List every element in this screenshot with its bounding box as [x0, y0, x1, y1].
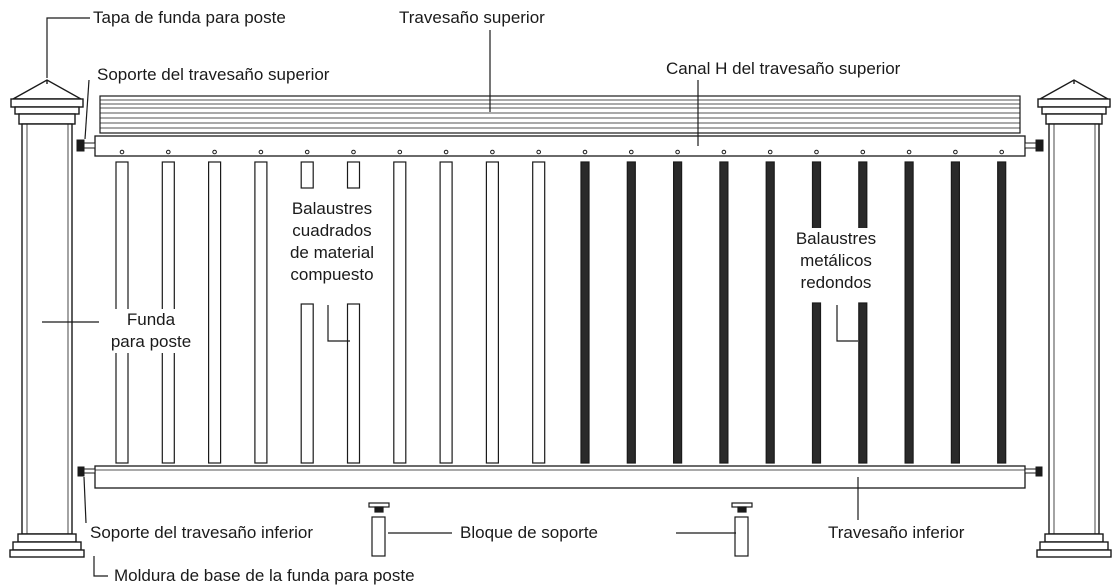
- composite-baluster: [532, 161, 546, 464]
- balusters: [115, 161, 1007, 464]
- top-rail-bracket-left: [76, 139, 96, 152]
- label-top-rail-bracket: Soporte del travesaño superior: [97, 65, 330, 84]
- leader-top-rail-bracket: [84, 79, 90, 140]
- screw-head: [675, 149, 680, 155]
- composite-baluster: [208, 161, 222, 464]
- bottom-rail: [94, 465, 1026, 489]
- label-composite-line-2: cuadrados: [292, 221, 372, 240]
- screw-head: [721, 149, 727, 155]
- screw-head: [860, 149, 866, 155]
- screw-head: [999, 149, 1005, 155]
- metal-baluster: [904, 161, 914, 464]
- metal-baluster: [580, 161, 590, 464]
- composite-baluster: [346, 161, 361, 189]
- screw-head: [166, 149, 171, 155]
- screw-head: [906, 149, 912, 155]
- label-metal-balusters: Balaustres metálicos redondos: [788, 228, 884, 294]
- metal-baluster: [765, 161, 775, 464]
- label-bottom-rail: Travesaño inferior: [828, 522, 965, 544]
- left-post-base-trim: [9, 533, 85, 558]
- label-sleeve-line-1: Funda: [126, 310, 176, 329]
- screw-head: [443, 149, 449, 155]
- label-composite-balusters: Balaustres cuadrados de material compues…: [278, 198, 386, 286]
- screw-head: [119, 149, 125, 155]
- right-post-base-trim: [1036, 533, 1112, 558]
- label-composite-line-4: compuesto: [290, 265, 374, 284]
- top-rail-h-channel: [94, 135, 1026, 157]
- left-post-cap: [10, 79, 84, 125]
- metal-baluster: [672, 161, 683, 464]
- screw-head: [814, 149, 819, 155]
- bottom-rail-bracket-left: [77, 466, 96, 477]
- metal-baluster: [997, 161, 1007, 464]
- screw-head: [536, 149, 542, 155]
- support-block-left: [368, 502, 390, 557]
- label-top-rail: Travesaño superior: [399, 7, 545, 29]
- metal-baluster: [811, 302, 822, 464]
- label-metal-line-3: redondos: [800, 273, 872, 292]
- leader-lines: [42, 17, 859, 577]
- metal-baluster: [858, 302, 868, 464]
- label-metal-line-2: metálicos: [800, 251, 872, 270]
- metal-baluster: [811, 161, 822, 233]
- screw-heads: [119, 149, 1005, 155]
- metal-baluster: [626, 161, 636, 464]
- leader-composite-balusters: [327, 305, 350, 342]
- metal-baluster: [950, 161, 961, 464]
- right-post-sleeve: [1048, 123, 1100, 535]
- label-support-block: Bloque de soporte: [460, 522, 598, 544]
- leader-base-trim: [93, 556, 108, 577]
- left-post: [9, 79, 85, 558]
- label-bottom-rail-bracket: Soporte del travesaño inferior: [90, 522, 314, 544]
- screw-head: [304, 149, 310, 155]
- label-composite-line-3: de material: [289, 243, 375, 262]
- left-post-sleeve: [21, 123, 73, 535]
- support-block-right: [731, 502, 753, 557]
- leader-post-cap: [46, 17, 90, 78]
- label-sleeve-line-2: para poste: [110, 332, 192, 351]
- metal-baluster: [858, 161, 868, 233]
- bottom-rail-bracket-right: [1024, 466, 1043, 477]
- metal-baluster: [719, 161, 729, 464]
- leader-bottom-rail-bracket: [83, 476, 87, 524]
- composite-baluster: [393, 161, 407, 464]
- label-top-rail-h-channel: Canal H del travesaño superior: [666, 59, 901, 78]
- composite-baluster: [300, 303, 314, 464]
- screw-head: [953, 149, 958, 155]
- top-rail-bracket-right: [1024, 139, 1044, 152]
- screw-head: [629, 149, 634, 155]
- screw-head: [212, 149, 217, 155]
- screw-head: [767, 149, 773, 155]
- composite-baluster: [254, 161, 268, 464]
- leader-metal-balusters: [836, 305, 858, 342]
- label-post-cap: Tapa de funda para poste: [93, 7, 286, 29]
- label-post-sleeve: Funda para poste: [100, 309, 202, 353]
- label-composite-line-1: Balaustres: [291, 199, 373, 218]
- screw-head: [351, 149, 356, 155]
- composite-baluster: [439, 161, 453, 464]
- screw-head: [258, 149, 264, 155]
- composite-baluster: [485, 161, 499, 464]
- label-metal-line-1: Balaustres: [795, 229, 877, 248]
- composite-baluster: [300, 161, 314, 189]
- right-post-cap: [1037, 79, 1111, 125]
- screw-head: [582, 149, 588, 155]
- composite-baluster: [346, 303, 361, 464]
- screw-head: [490, 149, 495, 155]
- label-base-trim: Moldura de base de la funda para poste: [114, 565, 415, 587]
- top-rail: [99, 95, 1021, 134]
- right-post: [1036, 79, 1112, 558]
- screw-head: [397, 149, 403, 155]
